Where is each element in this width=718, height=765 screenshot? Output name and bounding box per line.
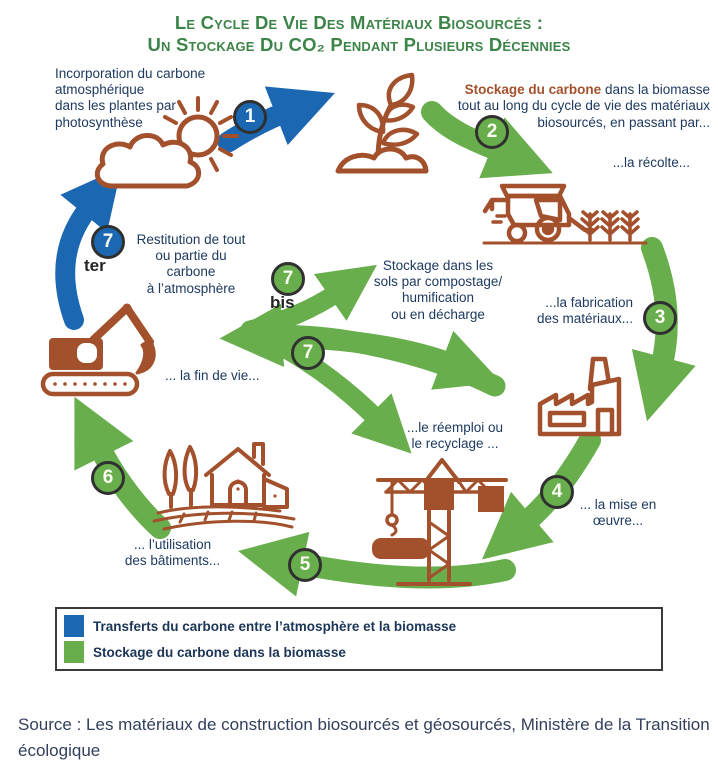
excavator-icon xyxy=(40,303,156,397)
step-badge-6: 6 xyxy=(91,461,125,495)
step-badge-7ter-suffix: ter xyxy=(84,256,106,275)
seedling-icon xyxy=(335,72,429,174)
step-badge-7bis-suffix: bis xyxy=(270,293,295,312)
step-badge-5: 5 xyxy=(288,548,322,582)
step-badge-2: 2 xyxy=(475,115,509,149)
label-photosynthese: Incorporation du carbone atmosphérique d… xyxy=(55,66,206,130)
step-badge-7bis: 7 xyxy=(271,262,305,296)
arrow-retour-fabrication xyxy=(289,327,502,390)
legend-item-transferts: Transferts du carbone entre l’atmosphère… xyxy=(64,615,661,638)
legend-swatch-blue xyxy=(64,615,84,637)
label-mise-en-oeuvre: ... la mise en œuvre... xyxy=(579,497,657,529)
label-stockage-lead: Stockage du carbone xyxy=(464,82,602,98)
label-recolte: ...la récolte... xyxy=(612,155,690,170)
legend-swatch-green xyxy=(64,641,84,663)
factory-icon xyxy=(537,356,622,437)
label-stockage-rest: dans la biomasse tout au long du cycle d… xyxy=(457,82,710,130)
label-stockage-biomasse: Stockage du carbone dans la biomasse tou… xyxy=(443,66,710,131)
source-caption: Source : Les matériaux de construction b… xyxy=(18,715,710,761)
arrow-7ter-restitution xyxy=(55,167,122,330)
title-line-2: Un Stockage Du CO₂ Pendant Plusieurs Déc… xyxy=(147,34,571,55)
step-badge-7: 7 xyxy=(291,336,325,370)
title-line-1: Le Cycle De Vie Des Matériaux Biosourcés… xyxy=(174,12,544,33)
label-reemploi: ...le réemploi ou le recyclage ... xyxy=(406,420,504,452)
legend-label-transferts: Transferts du carbone entre l’atmosphère… xyxy=(93,618,457,634)
legend-box: Transferts du carbone entre l’atmosphère… xyxy=(55,607,663,671)
cloud-sun-icon xyxy=(94,96,239,189)
step-badge-3: 3 xyxy=(643,301,677,335)
house-field-icon xyxy=(152,442,296,531)
step-badge-4: 4 xyxy=(540,475,574,509)
crane-icon xyxy=(372,458,508,586)
label-stockage-sols: Stockage dans les sols par compostage/ h… xyxy=(373,258,503,322)
harvester-icon xyxy=(482,183,648,245)
step-badge-7ter: 7 xyxy=(91,225,125,259)
step-badge-1: 1 xyxy=(233,100,267,134)
label-fin-de-vie: ... la fin de vie... xyxy=(165,368,260,383)
legend-item-stockage: Stockage du carbone dans la biomasse xyxy=(64,641,661,664)
arrow-2-recolte xyxy=(421,101,553,179)
page-title: Le Cycle De Vie Des Matériaux Biosourcés… xyxy=(0,12,718,56)
green-arrows xyxy=(74,101,696,597)
label-fabrication: ...la fabrication des matériaux... xyxy=(536,295,633,327)
label-restitution: Restitution de tout ou partie du carbone… xyxy=(136,232,246,296)
legend-label-stockage: Stockage du carbone dans la biomasse xyxy=(93,644,346,660)
arrow-5-utilisation xyxy=(238,531,516,597)
label-utilisation: ... l’utilisation des bâtiments... xyxy=(124,537,221,569)
